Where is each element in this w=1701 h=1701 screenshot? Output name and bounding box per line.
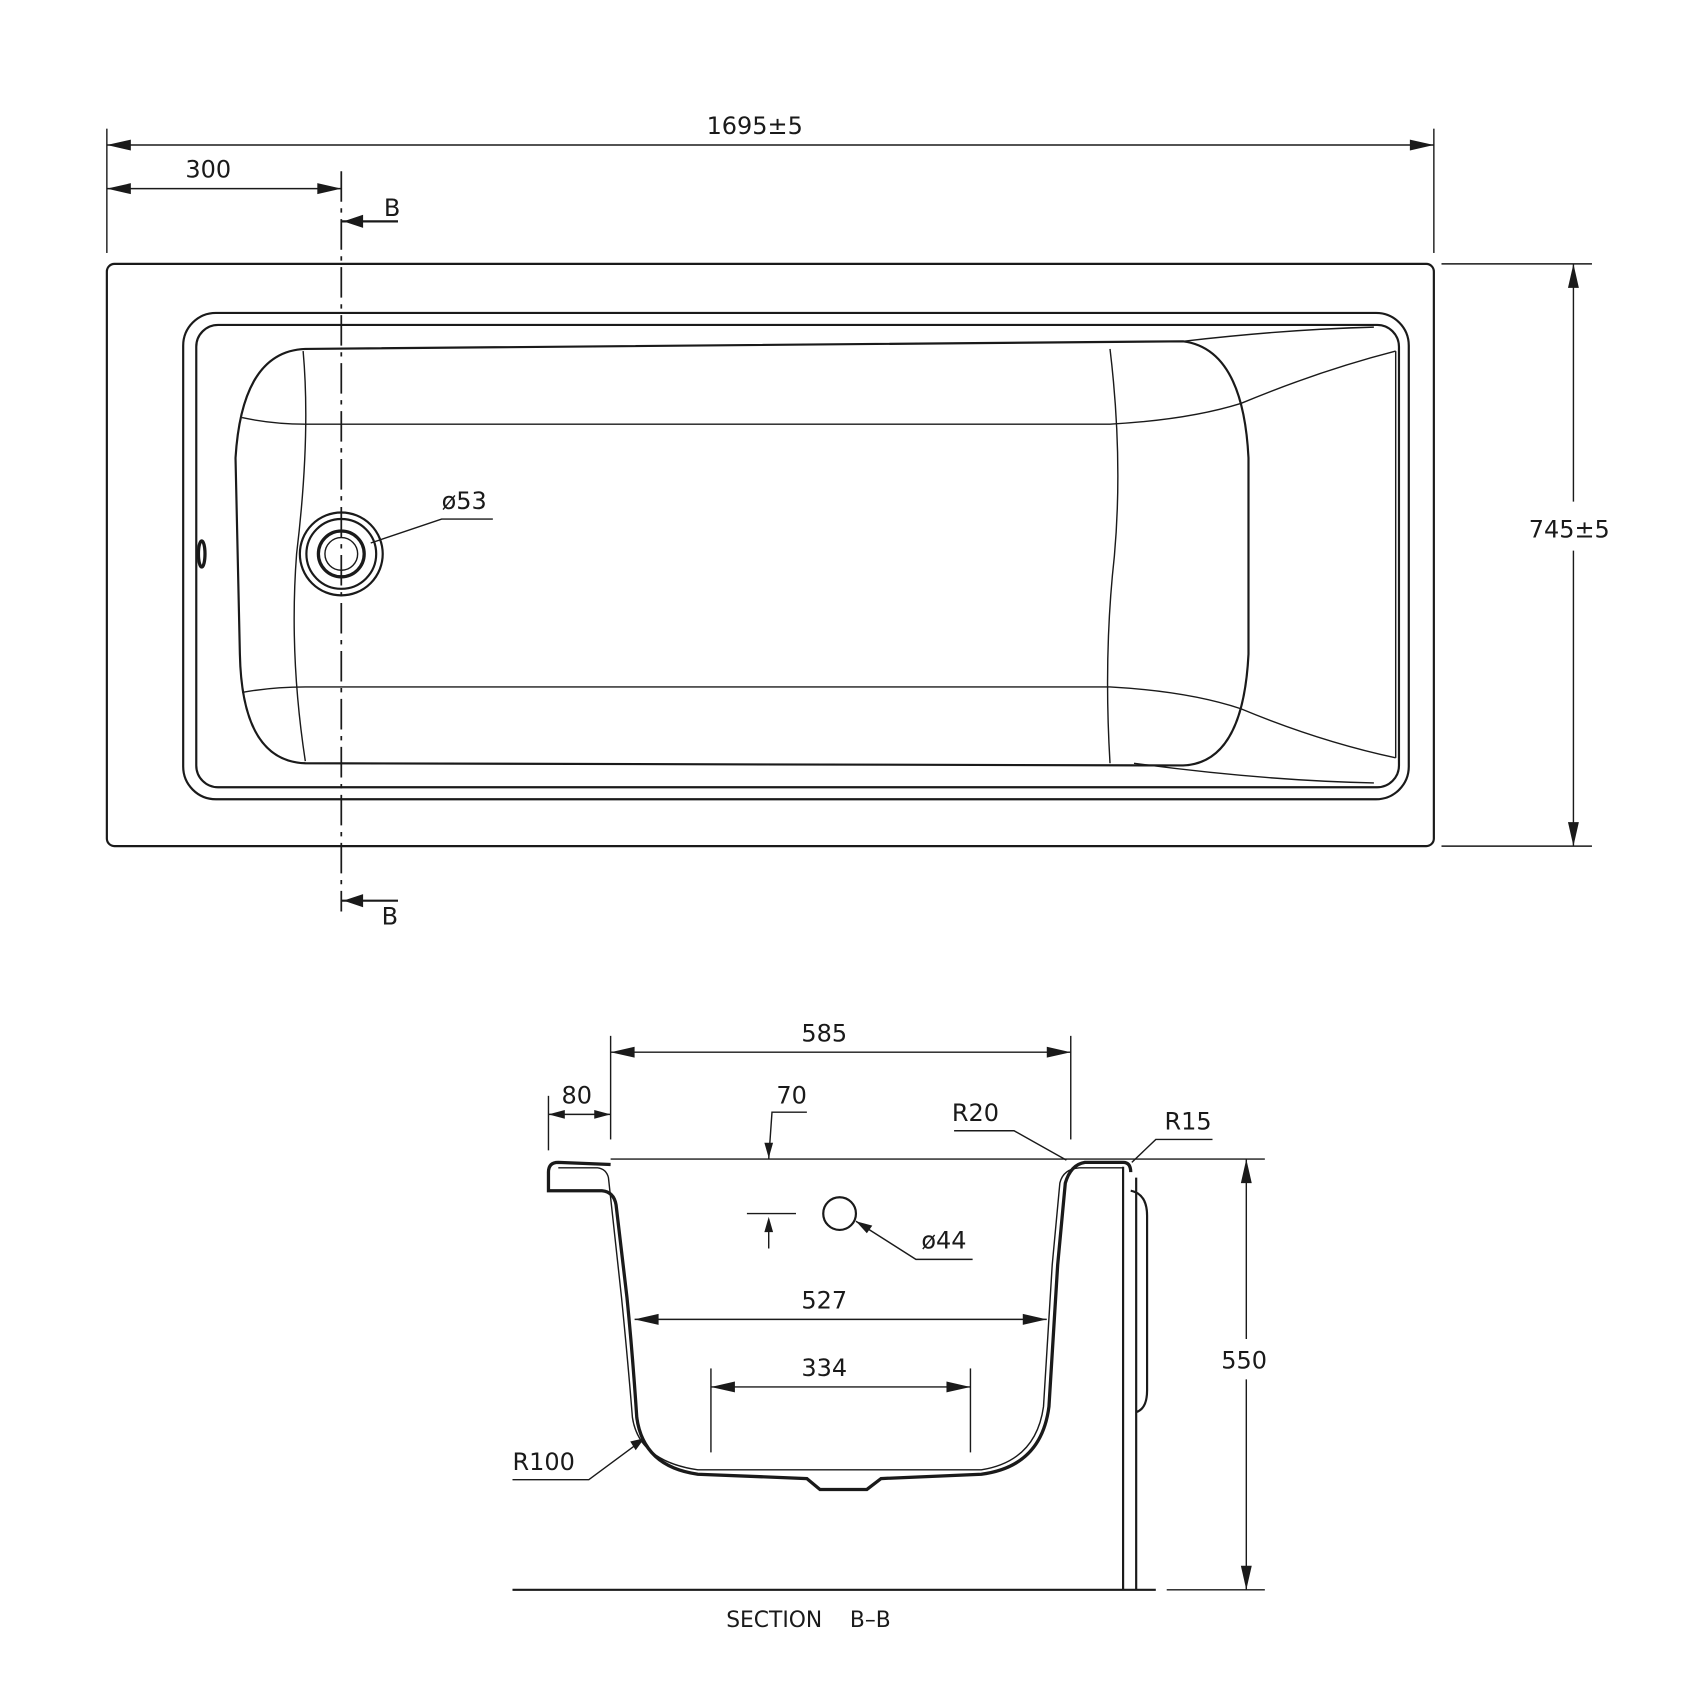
arrow-icon	[710, 1381, 735, 1393]
section-marker-bottom: B	[382, 903, 398, 931]
arrow-icon	[630, 1438, 645, 1451]
bottom-width-label: 334	[801, 1354, 847, 1382]
overflow-hole	[196, 539, 207, 569]
arrow-icon	[1409, 139, 1434, 151]
foot-end-line	[293, 351, 307, 762]
section-marker-top: B	[384, 194, 400, 222]
r15-label: R15	[1165, 1108, 1212, 1136]
top-view: B B ø53 1695±5 300 745±5	[105, 112, 1610, 931]
backrest-fold-line	[1106, 348, 1119, 764]
tub-section-profile	[546, 1160, 1133, 1492]
section-view: ø44 585 80 70 R20 R15 527 334	[512, 1019, 1267, 1633]
arrow-icon	[1240, 1565, 1252, 1590]
r100-leader	[512, 1438, 644, 1481]
basin-floor-line-top	[241, 350, 1396, 425]
overall-width-label: 745±5	[1529, 516, 1610, 544]
overall-length-label: 1695±5	[707, 112, 803, 140]
arrow-icon	[764, 1142, 774, 1158]
drain-diameter-label: ø53	[442, 487, 487, 515]
backrest-line-bottom	[1133, 762, 1374, 784]
arrow-icon	[1240, 1159, 1252, 1184]
arrow-icon	[1567, 822, 1579, 847]
arrow-icon	[1046, 1046, 1071, 1058]
backrest-line-top	[1182, 326, 1374, 342]
tub-rim-inner	[195, 323, 1401, 789]
r100-label: R100	[512, 1448, 574, 1476]
arrow-icon	[594, 1110, 611, 1119]
arrow-icon	[946, 1381, 971, 1393]
mid-width-label: 527	[801, 1286, 847, 1314]
arrow-icon	[106, 183, 131, 195]
arrow-icon	[1567, 263, 1579, 288]
tub-section-profile-inner	[558, 1167, 1124, 1471]
overflow-leader	[855, 1220, 973, 1261]
arrow-icon	[634, 1313, 659, 1325]
rim-depth-label: 70	[776, 1081, 807, 1109]
overflow-diameter-label: ø44	[921, 1226, 966, 1254]
r20-leader	[954, 1130, 1067, 1161]
section-arrow-bottom-icon	[343, 894, 364, 908]
overflow-hole-section	[822, 1196, 858, 1232]
basin-floor-line-bottom	[241, 686, 1396, 759]
r15-leader	[1131, 1138, 1213, 1163]
arrow-icon	[106, 139, 131, 151]
section-title: SECTION B–B	[726, 1608, 891, 1633]
arrow-icon	[764, 1216, 774, 1233]
arrow-icon	[1022, 1313, 1047, 1325]
arrow-icon	[610, 1046, 635, 1058]
drain-offset-label: 300	[185, 156, 231, 184]
rim-depth-leader	[768, 1111, 807, 1160]
rim-width-label: 80	[562, 1081, 593, 1109]
height-label: 550	[1221, 1346, 1267, 1374]
arrow-icon	[855, 1221, 873, 1234]
tub-outer-outline	[105, 262, 1435, 848]
apron-panel	[1122, 1166, 1149, 1590]
basin-outline	[234, 340, 1250, 767]
drain-leader	[370, 518, 493, 544]
top-width-label: 585	[801, 1019, 847, 1047]
tub-rim-outer	[182, 311, 1410, 801]
arrow-icon	[317, 183, 342, 195]
arrow-icon	[548, 1110, 565, 1119]
r20-label: R20	[952, 1099, 999, 1127]
section-arrow-top-icon	[343, 214, 364, 228]
